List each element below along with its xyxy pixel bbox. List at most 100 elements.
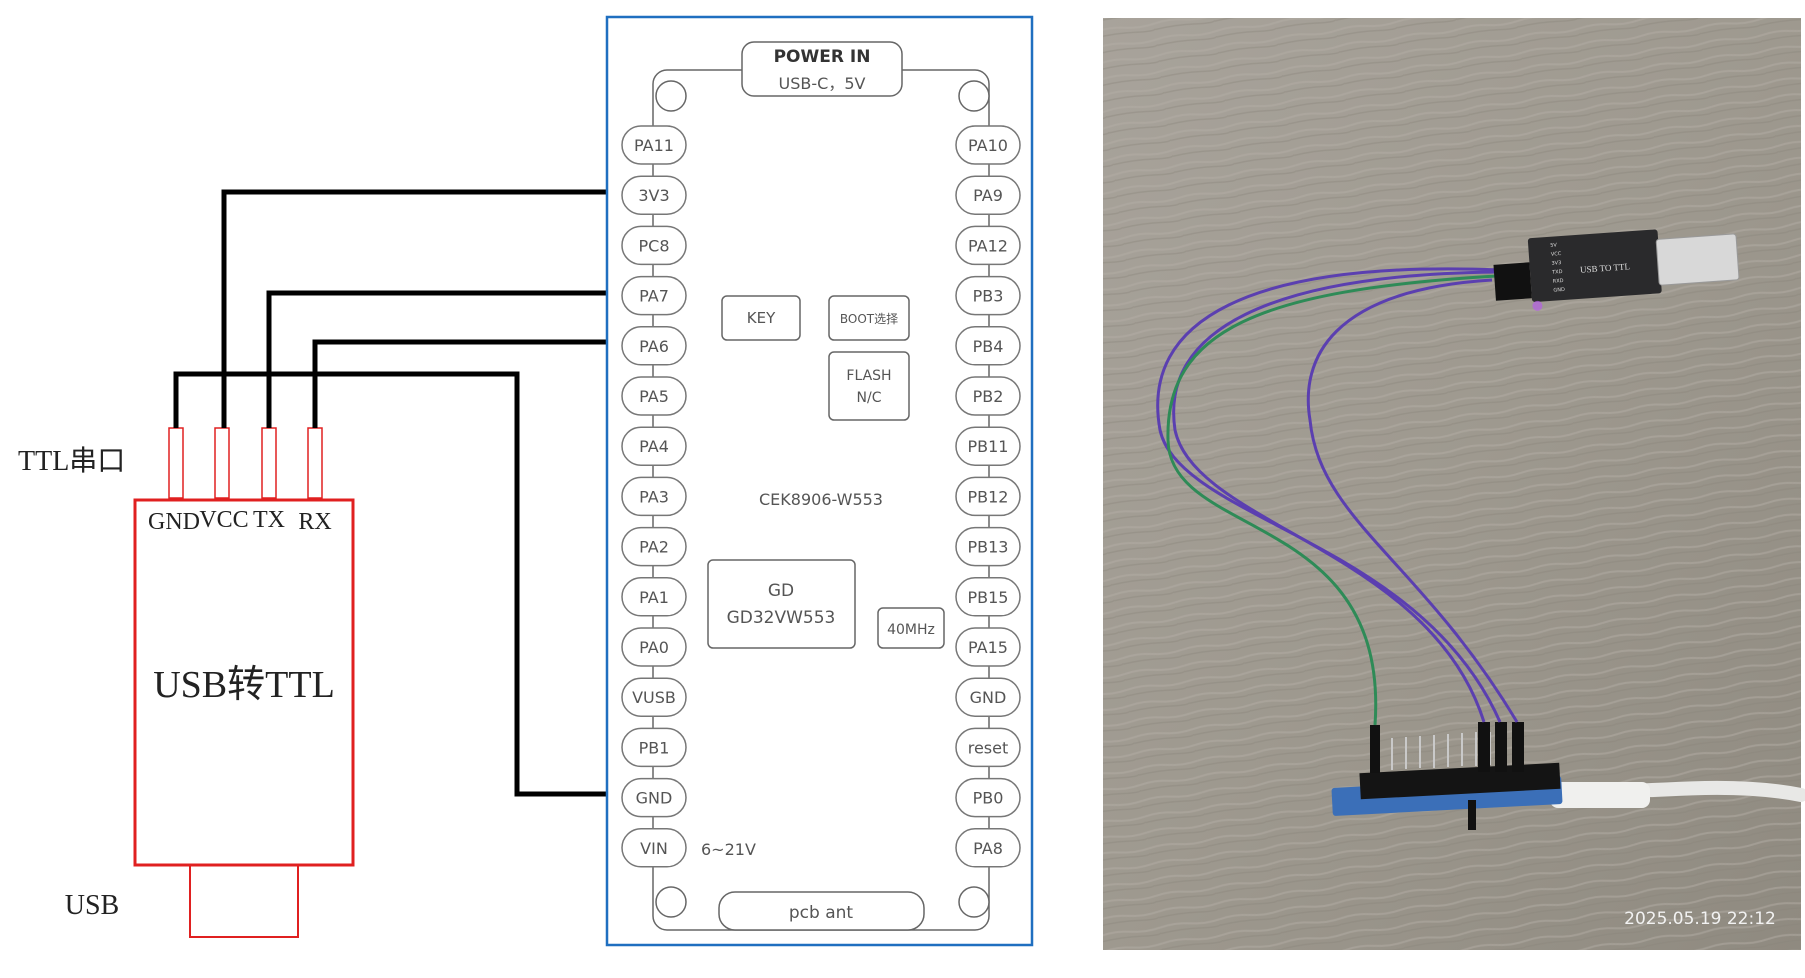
photo-adapter-pin-3v3: 3V3 — [1551, 260, 1561, 267]
antenna-label: pcb ant — [789, 903, 854, 923]
right-pin-pb3-3: PB3 — [955, 275, 1021, 316]
key-label: KEY — [747, 309, 776, 327]
right-pin-pb4-4: PB4 — [955, 326, 1021, 366]
left-pin-label: PA4 — [639, 437, 669, 456]
right-pin-column: PA10PA9PA12PB3PB4PB2PB11PB12PB13PB15PA15… — [955, 125, 1021, 868]
left-pin-label: PB1 — [639, 738, 670, 757]
left-pin-pad — [621, 476, 687, 517]
left-pin-label: PC8 — [639, 236, 670, 255]
ttl-module-title: USB转TTL — [153, 664, 335, 706]
right-pin-pad — [955, 526, 1021, 567]
right-pin-pad — [955, 476, 1021, 517]
boot-label: BOOT选择 — [840, 312, 898, 326]
photo-wire-purple-1 — [1156, 267, 1502, 723]
right-pin-pa10-0: PA10 — [955, 125, 1021, 165]
ttl-pin-label-rx: RX — [298, 509, 331, 535]
left-pin-pa7-3: PA7 — [621, 275, 687, 316]
ttl-pin-label-gnd: GND — [148, 509, 200, 535]
right-pin-pad — [955, 828, 1021, 868]
board-model-label: CEK8906-W553 — [759, 490, 883, 509]
left-pin-pad — [621, 175, 687, 215]
chip-vendor-label: GD — [768, 581, 794, 601]
left-pin-pad — [621, 125, 687, 165]
right-pin-pa8-14: PA8 — [955, 828, 1021, 868]
left-pin-pad — [621, 526, 687, 567]
right-pin-pb15-9: PB15 — [955, 577, 1021, 617]
chip-model-label: GD32VW553 — [727, 608, 836, 628]
wire-tx-pa7 — [266, 290, 623, 428]
right-pin-pb13-8: PB13 — [955, 526, 1021, 567]
left-pin-pa6-4: PA6 — [621, 326, 687, 366]
left-pin-3v3-1: 3V3 — [621, 175, 687, 215]
right-pin-pb12-7: PB12 — [955, 476, 1021, 517]
crystal-label: 40MHz — [887, 622, 935, 638]
left-pin-label: PA11 — [634, 136, 674, 155]
photo-dupont-1 — [1478, 722, 1490, 772]
left-pin-label: 3V3 — [638, 186, 669, 205]
mount-hole-tr — [958, 80, 990, 112]
left-pin-label: VIN — [640, 839, 668, 858]
right-pin-pad — [955, 677, 1021, 717]
right-pin-label: GND — [970, 688, 1007, 707]
right-pin-label: PA9 — [973, 186, 1003, 205]
ttl-module: TTL串口 GND VCC TX RX USB转TTL USB — [18, 427, 355, 938]
ttl-header-pins — [168, 427, 323, 499]
photo-jumper-wires — [1156, 267, 1519, 726]
ttl-usb-connector — [189, 864, 299, 938]
right-pin-gnd-11: GND — [955, 677, 1021, 717]
photo-dupont-3 — [1512, 722, 1524, 772]
left-pin-label: PA5 — [639, 387, 669, 406]
right-pin-pad — [955, 577, 1021, 617]
photo-wire-purple-3 — [1306, 278, 1519, 723]
ttl-pin-tx — [261, 427, 277, 499]
right-pin-pad — [955, 275, 1021, 316]
dev-board: POWER IN USB-C，5V PA113V3PC8PA7PA6PA5PA4… — [605, 15, 1034, 947]
right-pin-label: PB4 — [973, 337, 1004, 356]
wire-gnd-gnd — [173, 371, 623, 797]
right-pin-label: PB0 — [973, 789, 1004, 808]
power-in-box — [741, 41, 903, 97]
left-pin-label: PA7 — [639, 287, 669, 306]
ttl-pin-label-vcc: VCC — [199, 507, 248, 533]
photo-usb-ttl-adapter: USB TO TTL 5V VCC 3V3 TXD RXD GND — [1493, 229, 1740, 311]
left-pin-pad — [621, 426, 687, 466]
left-pin-pad — [621, 777, 687, 818]
photo-adapter-pin-5v: 5V — [1550, 242, 1558, 248]
left-pin-pad — [621, 376, 687, 416]
photo-adapter-connector — [1493, 262, 1532, 301]
right-pin-reset-12: reset — [955, 727, 1021, 768]
left-pin-label: PA2 — [639, 538, 669, 557]
right-pin-pad — [955, 627, 1021, 667]
wire-vcc-3v3 — [221, 189, 623, 428]
right-pin-pa15-10: PA15 — [955, 627, 1021, 667]
usb-cable-plug — [1550, 782, 1650, 808]
photo-wire-green — [1166, 274, 1497, 726]
right-pin-pad — [955, 125, 1021, 165]
photo-adapter-label: USB TO TTL — [1580, 261, 1631, 274]
ttl-usb-label: USB — [65, 890, 119, 921]
left-pin-vin-14: VIN — [621, 828, 687, 868]
mount-hole-br — [958, 886, 990, 918]
right-pin-pad — [955, 225, 1021, 266]
photo-pin-header — [1359, 762, 1561, 800]
left-pin-label: VUSB — [632, 688, 676, 707]
photo-timestamp: 2025.05.19 22:12 — [1624, 909, 1776, 929]
left-pin-pad — [621, 577, 687, 617]
ttl-pin-label-tx: TX — [253, 507, 285, 533]
mount-hole-tl — [655, 80, 687, 112]
flash-label: FLASH — [846, 368, 891, 384]
right-pin-pad — [955, 777, 1021, 818]
mounting-holes — [655, 80, 990, 918]
vin-range-label: 6~21V — [701, 840, 756, 859]
photo-adapter-pin-txd: TXD — [1551, 269, 1563, 276]
photo-wire-purple-2 — [1172, 270, 1496, 723]
photo-dupont-2 — [1495, 722, 1507, 772]
right-pin-label: PB2 — [973, 387, 1004, 406]
left-pin-pa4-6: PA4 — [621, 426, 687, 466]
right-pin-label: PB11 — [968, 437, 1009, 456]
boot-selector-outline — [828, 295, 910, 341]
right-pin-label: PA15 — [968, 638, 1008, 657]
left-pin-pad — [621, 326, 687, 366]
left-pin-pad — [621, 275, 687, 316]
